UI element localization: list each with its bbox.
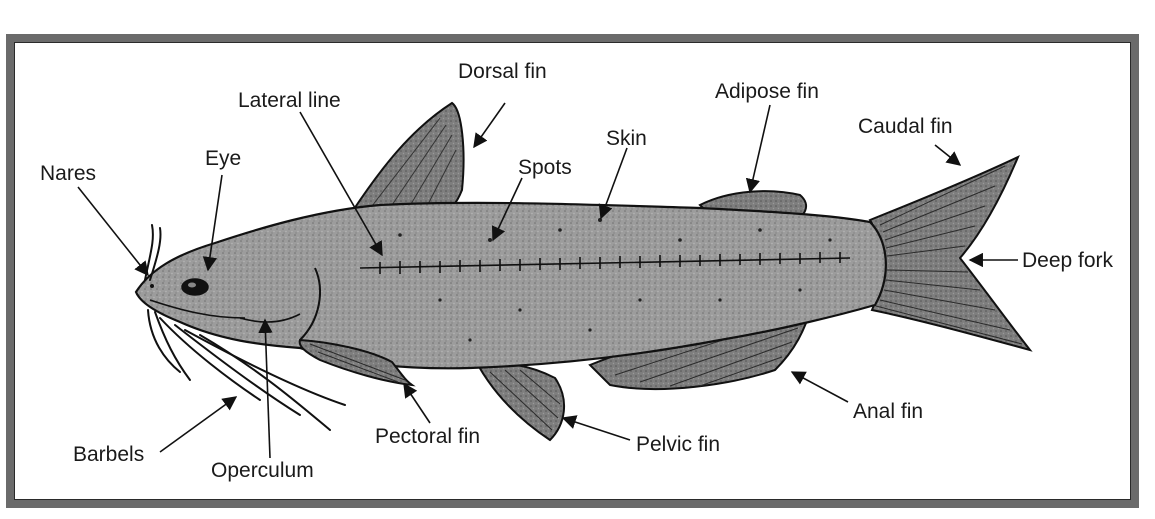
- label-caudal-fin: Caudal fin: [858, 115, 953, 138]
- eye: [182, 279, 208, 295]
- label-eye: Eye: [205, 147, 241, 170]
- dorsal-fin: [352, 103, 464, 213]
- label-anal-fin: Anal fin: [853, 400, 923, 423]
- leader-dorsal-fin: [474, 103, 505, 147]
- label-operculum: Operculum: [211, 459, 314, 482]
- label-pectoral-fin: Pectoral fin: [375, 425, 480, 448]
- label-deep-fork: Deep fork: [1022, 249, 1114, 272]
- caudal-fin: [870, 157, 1030, 350]
- nares: [150, 284, 154, 288]
- label-adipose-fin: Adipose fin: [715, 80, 819, 103]
- leader-pectoral-fin: [404, 384, 430, 423]
- label-lateral-line: Lateral line: [238, 89, 341, 112]
- label-barbels: Barbels: [73, 443, 144, 466]
- label-dorsal-fin: Dorsal fin: [458, 60, 547, 83]
- leader-pelvic-fin: [563, 418, 630, 440]
- leader-barbels: [160, 397, 236, 452]
- leader-adipose-fin: [750, 105, 770, 192]
- label-nares: Nares: [40, 162, 96, 185]
- label-skin: Skin: [606, 127, 647, 150]
- label-spots: Spots: [518, 156, 572, 179]
- label-pelvic-fin: Pelvic fin: [636, 433, 720, 456]
- leader-nares: [78, 187, 148, 275]
- leader-anal-fin: [792, 372, 848, 402]
- leader-caudal-fin: [935, 145, 960, 165]
